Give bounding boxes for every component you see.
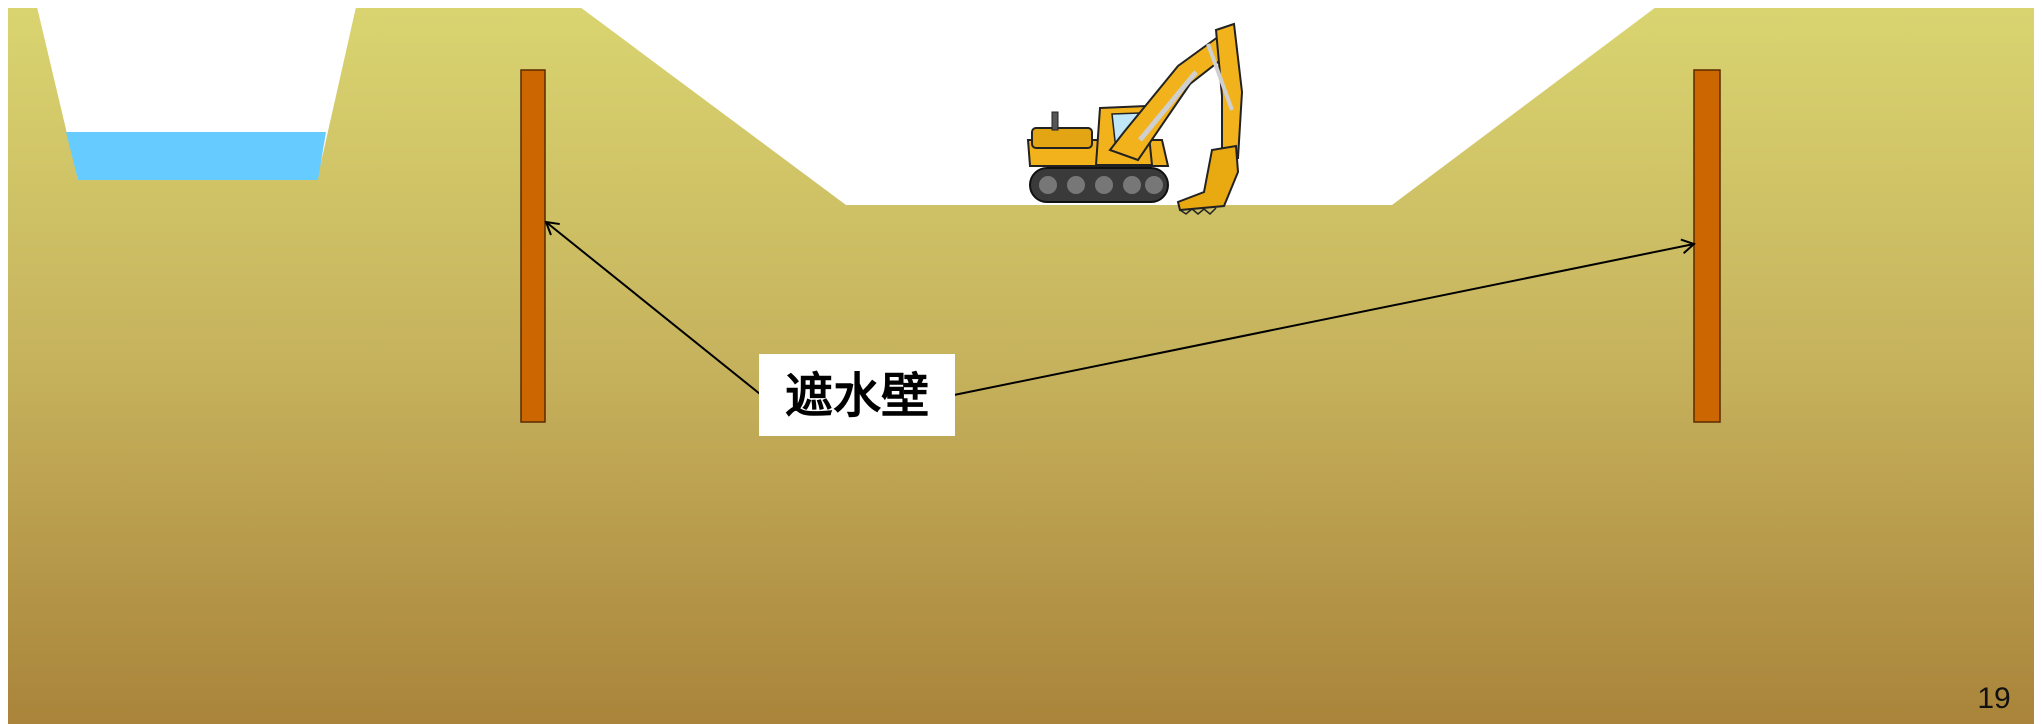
callout-arrow-right bbox=[953, 238, 1696, 396]
callout-label: 遮水壁 bbox=[785, 368, 929, 424]
excavation-pit bbox=[580, 7, 1656, 205]
excavator-icon bbox=[1026, 22, 1244, 216]
cutoff-wall-left bbox=[520, 69, 546, 423]
water-pond-icon bbox=[66, 132, 326, 180]
callout-arrow-left bbox=[544, 220, 761, 395]
cutoff-wall-right bbox=[1693, 69, 1721, 423]
callout-box bbox=[759, 354, 955, 436]
page-number: 19 bbox=[1977, 682, 2010, 715]
